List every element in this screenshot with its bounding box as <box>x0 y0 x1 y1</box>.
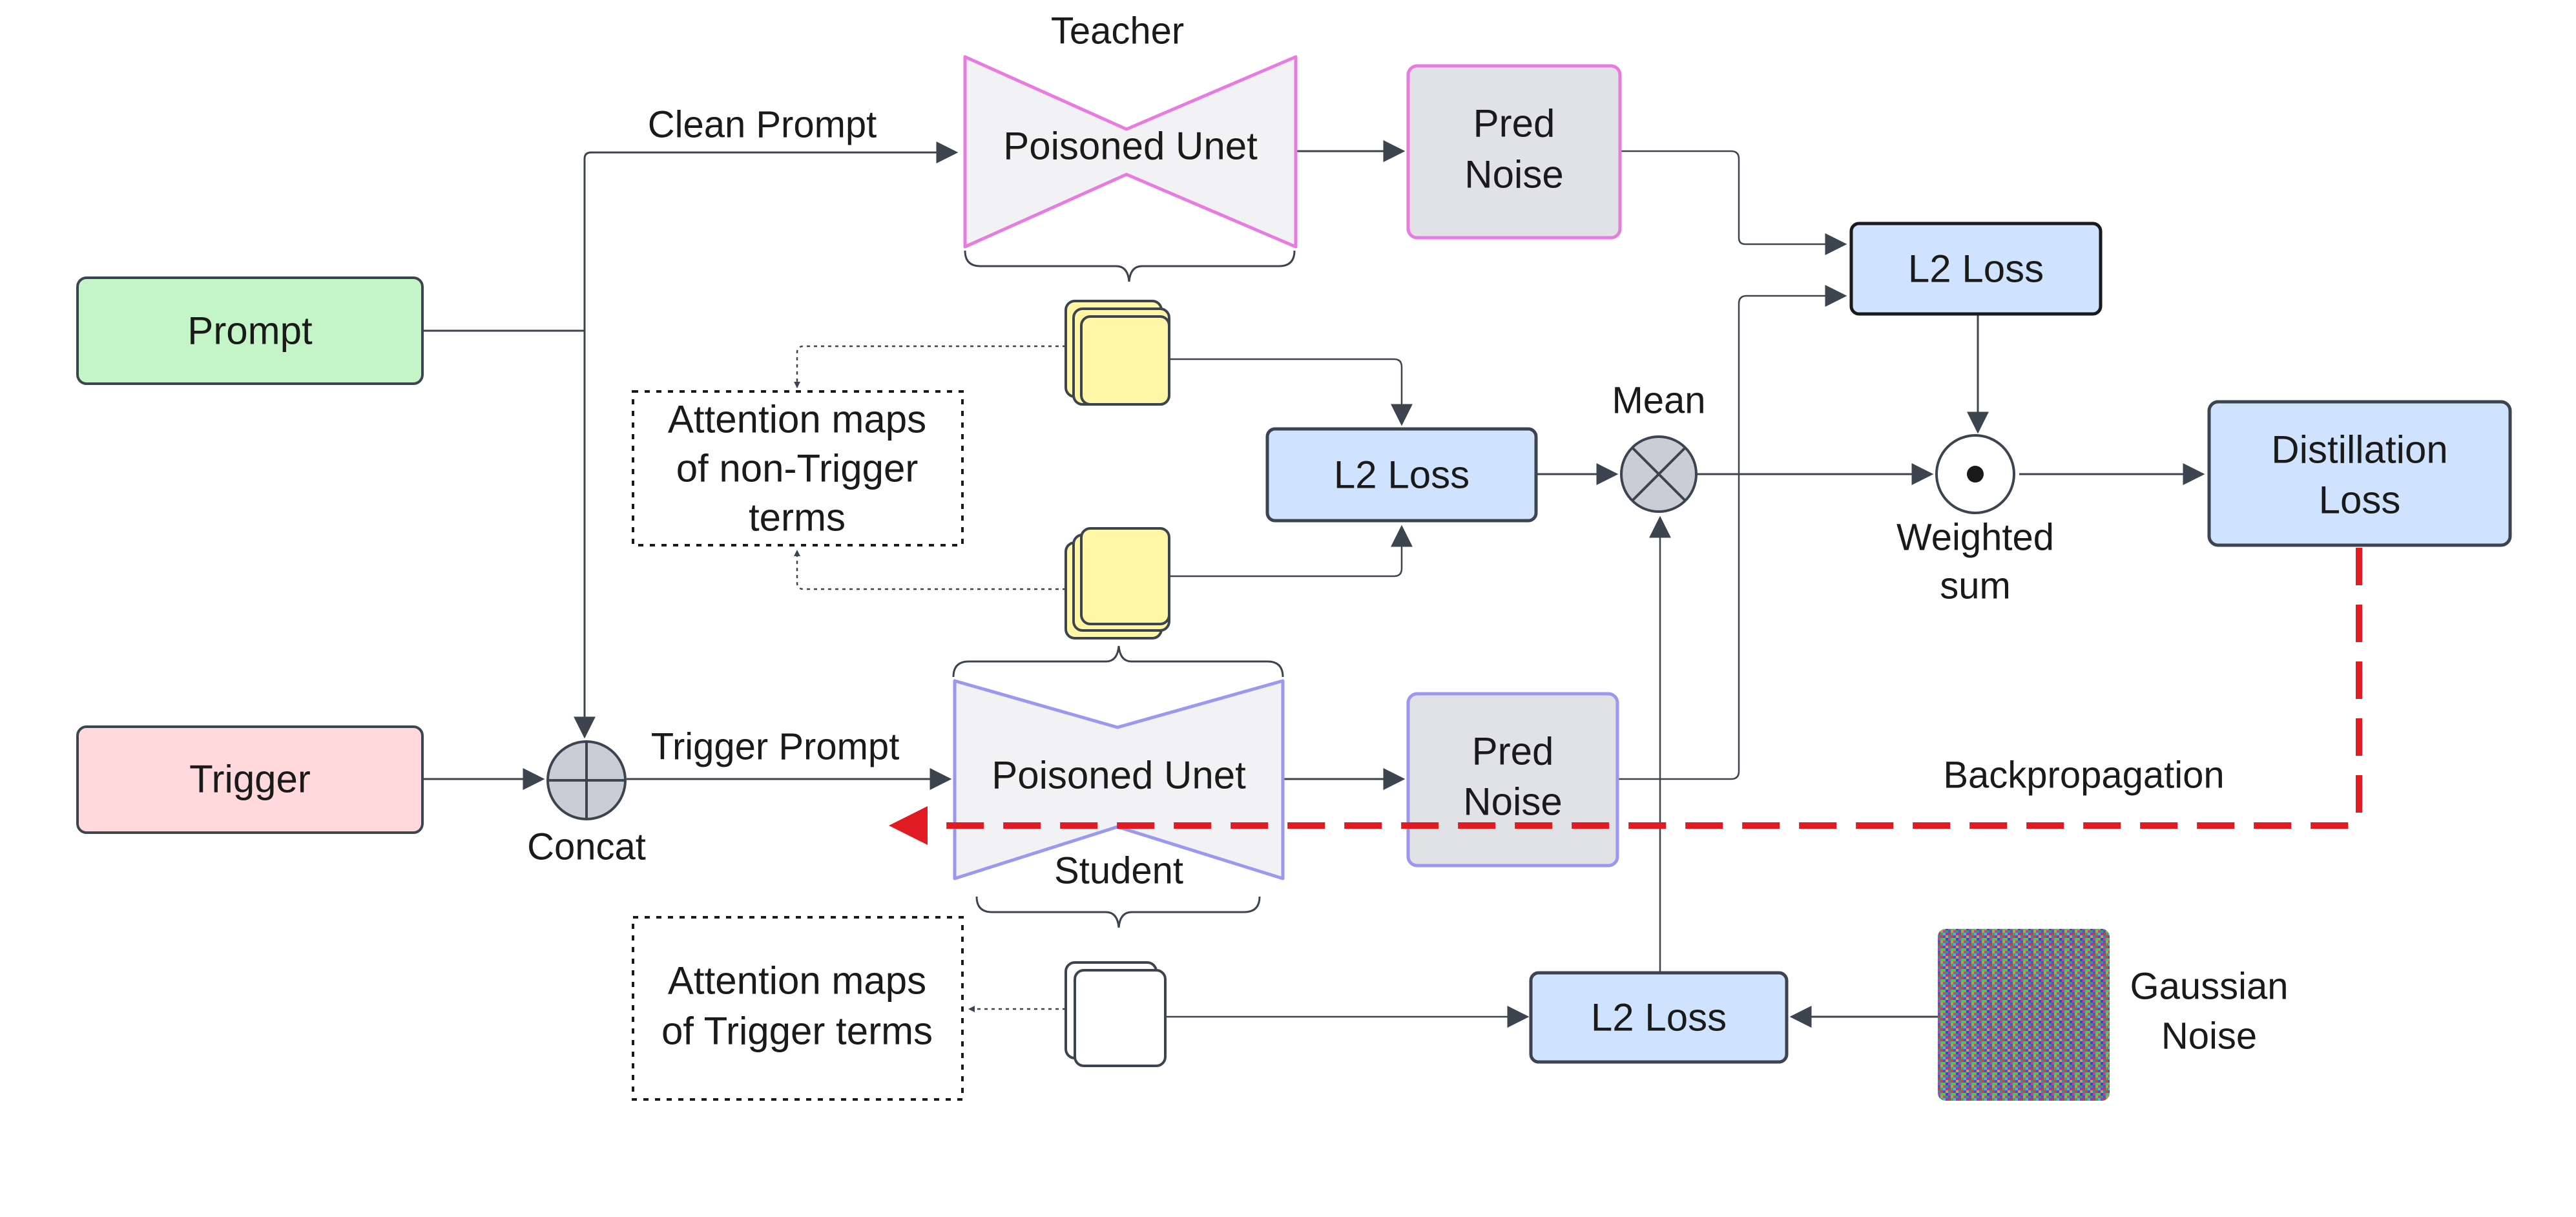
teacher-pred-noise: Pred Noise <box>1406 64 1622 240</box>
trigger-stack-yellow <box>1065 527 1170 640</box>
l2-loss-top: L2 Loss <box>1849 222 2103 316</box>
attention-maps-trigger-box: Attention maps of Trigger terms <box>632 916 964 1101</box>
attn-non-trigger-line2: of non-Trigger <box>676 447 919 490</box>
student-pred-noise-line2: Noise <box>1463 780 1562 824</box>
attention-maps-non-trigger-box: Attention maps of non-Trigger terms <box>632 390 964 546</box>
connectors <box>423 140 2205 1028</box>
attn-trigger-line1: Attention maps <box>668 959 926 1003</box>
trigger-box: Trigger <box>76 725 424 834</box>
trigger-attention-stack <box>1065 961 1167 1067</box>
distillation-loss-line1: Distillation <box>2271 428 2447 472</box>
distillation-loss: Distillation Loss <box>2207 400 2512 547</box>
circle-dot-icon <box>1935 434 2015 514</box>
teacher-pred-noise-line2: Noise <box>1464 153 1563 196</box>
l2-loss-bottom: L2 Loss <box>1529 971 1789 1064</box>
teacher-unet: Poisoned Unet <box>963 55 1298 249</box>
noise-texture-icon <box>1938 929 2110 1101</box>
student-pred-noise: Pred Noise <box>1406 692 1619 868</box>
teacher-brace <box>964 250 1296 282</box>
student-pred-noise-line1: Pred <box>1472 730 1554 773</box>
gaussian-noise-line1: Gaussian <box>2130 966 2288 1008</box>
attn-non-trigger-line1: Attention maps <box>668 398 926 441</box>
non-trigger-attention-stack <box>1065 300 1170 406</box>
circle-times-icon <box>1620 435 1698 513</box>
l2-loss-top-label: L2 Loss <box>1908 247 2044 291</box>
backpropagation-label: Backpropagation <box>1943 754 2224 796</box>
l2-loss-middle: L2 Loss <box>1265 427 1538 523</box>
concat-label: Concat <box>527 826 646 868</box>
mean-label: Mean <box>1612 380 1705 422</box>
trigger-prompt-label: Trigger Prompt <box>651 726 900 768</box>
weighted-sum-line1: Weighted <box>1896 517 2054 559</box>
student-bottom-brace <box>975 896 1261 928</box>
gaussian-noise-line2: Noise <box>2161 1015 2257 1057</box>
distillation-loss-line2: Loss <box>2319 479 2401 522</box>
student-unet: Poisoned Unet <box>953 679 1285 880</box>
teacher-pred-noise-line1: Pred <box>1473 102 1555 145</box>
teacher-unet-label: Poisoned Unet <box>1003 125 1258 168</box>
circle-plus-icon <box>546 740 627 820</box>
prompt-box: Prompt <box>76 276 424 385</box>
student-top-brace <box>952 645 1284 678</box>
l2-loss-middle-label: L2 Loss <box>1334 453 1470 497</box>
attn-non-trigger-line3: terms <box>749 496 846 539</box>
teacher-label: Teacher <box>1051 10 1184 52</box>
prompt-label: Prompt <box>187 309 313 353</box>
backpropagation-arrow <box>889 548 2362 845</box>
clean-prompt-label: Clean Prompt <box>648 104 877 146</box>
student-unet-label: Poisoned Unet <box>992 754 1246 797</box>
trigger-label: Trigger <box>189 758 311 801</box>
weighted-sum-line2: sum <box>1940 565 2011 607</box>
l2-loss-bottom-label: L2 Loss <box>1591 996 1727 1039</box>
student-label: Student <box>1054 850 1183 892</box>
attn-trigger-line2: of Trigger terms <box>661 1010 933 1053</box>
